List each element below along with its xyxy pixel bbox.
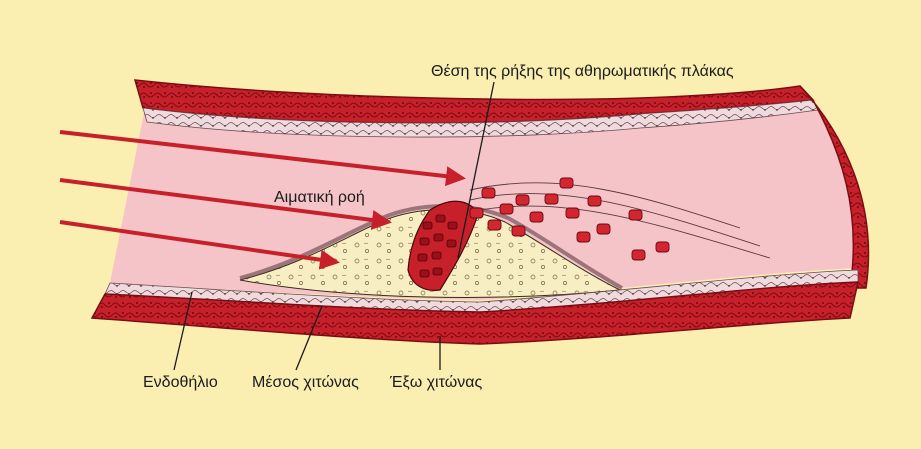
tunica-externa-label: Έξω χιτώνας (390, 374, 483, 391)
bottom-vessel-wall (90, 281, 859, 345)
flow-arrow-3 (59, 220, 340, 270)
disturbed-flow-lines (469, 182, 771, 259)
blood-cells (469, 177, 670, 261)
vessel-open-end (799, 85, 870, 289)
flow-arrow-2 (59, 178, 392, 230)
thrombus-cells (417, 214, 458, 278)
leader-lines (173, 81, 495, 371)
rupture-site-label: Θέση της ρήξης της αθηρωματικής πλάκας (431, 63, 734, 80)
leader-rupture (457, 81, 495, 259)
leader-media (295, 305, 323, 371)
tunica-media-label: Μέσος χιτώνας (252, 374, 359, 391)
endothelium-label: Ενδοθήλιο (143, 374, 218, 391)
blood-flow-label: Αιματική ροή (274, 189, 365, 206)
flow-arrow-1 (59, 130, 466, 187)
vessel-lumen (110, 98, 860, 300)
blood-flow-arrows (59, 130, 466, 270)
leader-endothelium (173, 291, 193, 371)
